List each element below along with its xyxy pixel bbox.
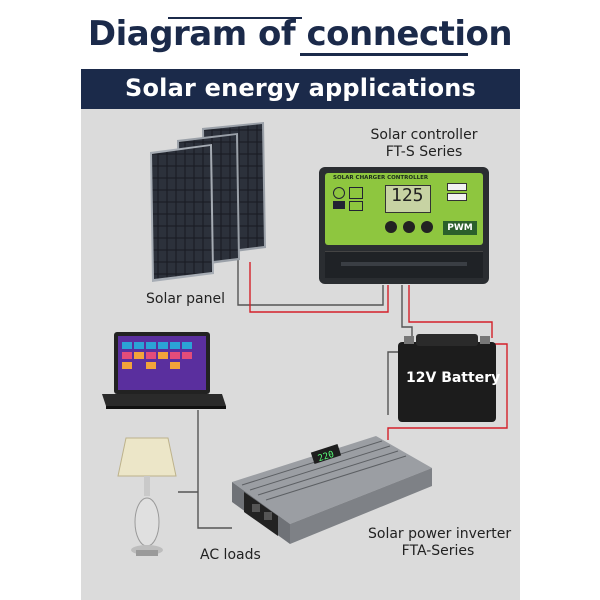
pwm-badge: PWM — [443, 221, 477, 235]
lamp-image — [117, 437, 177, 556]
wire-panel-controller-gray — [237, 258, 384, 306]
title-rule — [168, 17, 302, 19]
battery-label: 12V Battery — [406, 370, 501, 386]
ac-loads-label: AC loads — [200, 547, 261, 563]
solar-controller: SOLAR CHARGER CONTROLLER 125 PWM — [319, 167, 489, 284]
controller-left-button — [403, 221, 415, 233]
wire-loads-gray — [197, 410, 232, 529]
controller-menu-button — [385, 221, 397, 233]
wire-panel-controller-red — [249, 262, 389, 313]
solar-panel-label: Solar panel — [146, 291, 225, 307]
controller-display: 125 — [391, 185, 424, 206]
inverter-series: FTA-Series — [401, 543, 475, 559]
laptop-image — [102, 332, 226, 409]
battery-terminal-positive — [480, 336, 490, 344]
wire-controller-battery-red — [408, 285, 493, 338]
controller-icons — [333, 187, 373, 211]
title-underline — [300, 53, 468, 56]
inverter-title: Solar power inverter FTA-Series — [368, 526, 512, 560]
controller-right-button — [421, 221, 433, 233]
solar-panel-front — [150, 144, 214, 282]
solar-controller-series: FT-S Series — [385, 144, 463, 160]
battery: 12V Battery — [398, 334, 501, 422]
wire-battery-inverter-red — [387, 343, 508, 440]
banner: Solar energy applications — [81, 69, 520, 109]
wire-battery-inverter-gray — [387, 351, 399, 415]
solar-controller-label: Solar controller — [370, 127, 478, 143]
solar-panel-image — [150, 122, 266, 282]
wire-controller-battery-gray — [401, 285, 413, 338]
solar-controller-title: Solar controller FT-S Series — [360, 127, 488, 161]
inverter-label: Solar power inverter — [368, 526, 512, 542]
controller-terminal-block — [325, 251, 483, 278]
battery-terminal-negative — [404, 336, 414, 344]
controller-screen-text: SOLAR CHARGER CONTROLLER — [333, 175, 429, 181]
banner-title: Solar energy applications — [125, 74, 477, 102]
page-title: Diagram of connection — [87, 14, 513, 54]
inverter-image — [232, 436, 432, 544]
usb-ports — [447, 183, 475, 213]
